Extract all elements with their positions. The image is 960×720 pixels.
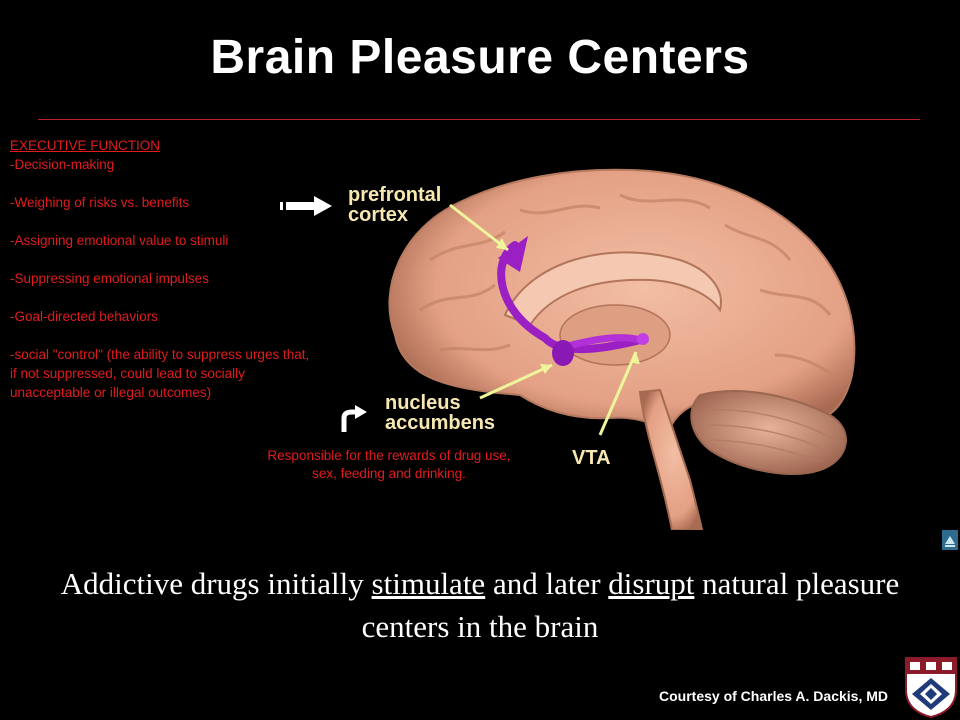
arrow-right-icon <box>280 196 332 216</box>
title-divider <box>38 119 920 120</box>
credit-line: Courtesy of Charles A. Dackis, MD <box>659 688 888 704</box>
nucleus-label-line1: nucleus <box>385 392 461 414</box>
nucleus-label-line2: accumbens <box>385 412 496 434</box>
vta-label: VTA <box>572 447 611 469</box>
prefrontal-cortex-label: prefrontal cortex <box>348 185 441 225</box>
caption-text: natural pleasure centers in the brain <box>361 566 900 644</box>
caption-text: and later <box>485 566 609 601</box>
list-item: -Goal-directed behaviors <box>10 309 158 324</box>
list-item: -Weighing of risks vs. benefits <box>10 195 190 210</box>
caption-emphasis: stimulate <box>371 566 486 601</box>
list-item: -Assigning emotional value to stimuli <box>10 233 229 248</box>
list-item: -Suppressing emotional impulses <box>10 271 209 286</box>
caption-emphasis: disrupt <box>608 566 695 601</box>
reward-note: Responsible for the rewards of drug use,… <box>267 448 511 481</box>
executive-function-list: EXECUTIVE FUNCTION -Decision-making -Wei… <box>10 136 310 402</box>
university-shield-icon <box>905 657 957 718</box>
list-item: -social "control" (the ability to suppre… <box>10 347 310 400</box>
slide-caption: Addictive drugs initially stimulate and … <box>60 562 900 648</box>
caption-text: Addictive drugs initially <box>60 566 372 601</box>
curved-arrow-icon <box>341 405 367 432</box>
brain-illustration <box>388 168 856 530</box>
nucleus-accumbens-label: nucleus accumbens <box>385 393 495 433</box>
prefrontal-label-line1: prefrontal <box>348 184 442 206</box>
executive-function-heading: EXECUTIVE FUNCTION <box>10 138 161 153</box>
slide-title: Brain Pleasure Centers <box>210 31 750 84</box>
prefrontal-label-line2: cortex <box>348 204 409 226</box>
slide-nav-icon[interactable] <box>942 530 958 550</box>
list-item: -Decision-making <box>10 157 115 172</box>
